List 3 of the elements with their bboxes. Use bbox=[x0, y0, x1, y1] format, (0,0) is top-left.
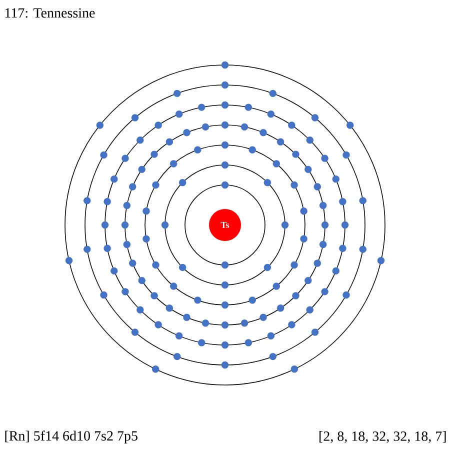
configuration-label: [Rn] 5f14 6d10 7s2 7p5 bbox=[5, 430, 138, 444]
configuration-label: [2, 8, 18, 32, 32, 18, 7] bbox=[320, 431, 446, 443]
title: 117: Tennessine bbox=[5, 8, 95, 18]
